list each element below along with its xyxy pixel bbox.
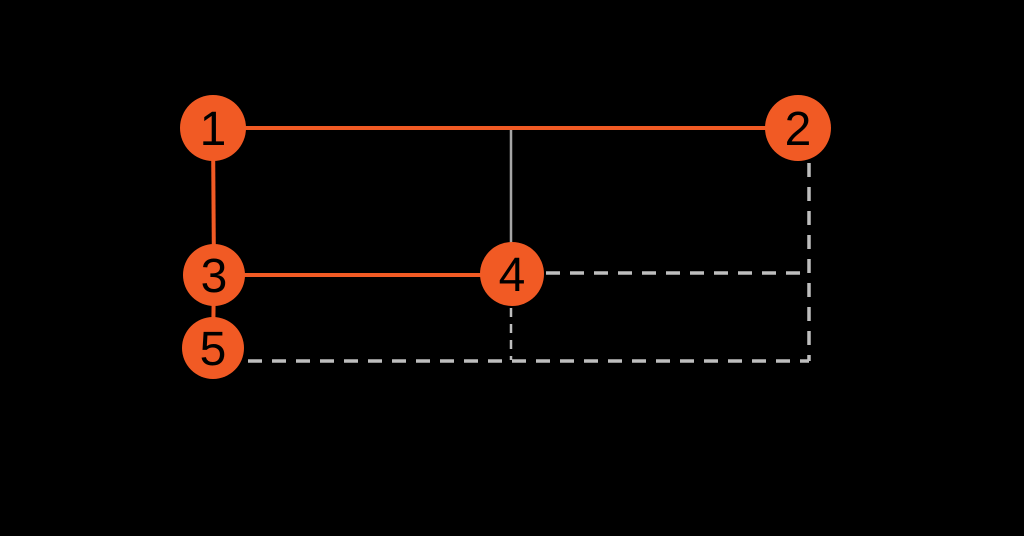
node-1-circle <box>180 95 246 161</box>
node-1: 1 <box>180 95 246 161</box>
node-4-circle <box>480 242 544 306</box>
node-2: 2 <box>765 95 831 161</box>
node-2-label: 2 <box>785 103 812 156</box>
node-2-circle <box>765 95 831 161</box>
node-4-label: 4 <box>499 249 526 302</box>
node-5-circle <box>182 317 244 379</box>
node-5: 5 <box>182 317 244 379</box>
node-3: 3 <box>183 244 245 306</box>
node-4: 4 <box>480 242 544 306</box>
node-3-label: 3 <box>201 250 228 303</box>
node-3-circle <box>183 244 245 306</box>
node-1-label: 1 <box>200 103 227 156</box>
node-5-label: 5 <box>200 323 227 376</box>
